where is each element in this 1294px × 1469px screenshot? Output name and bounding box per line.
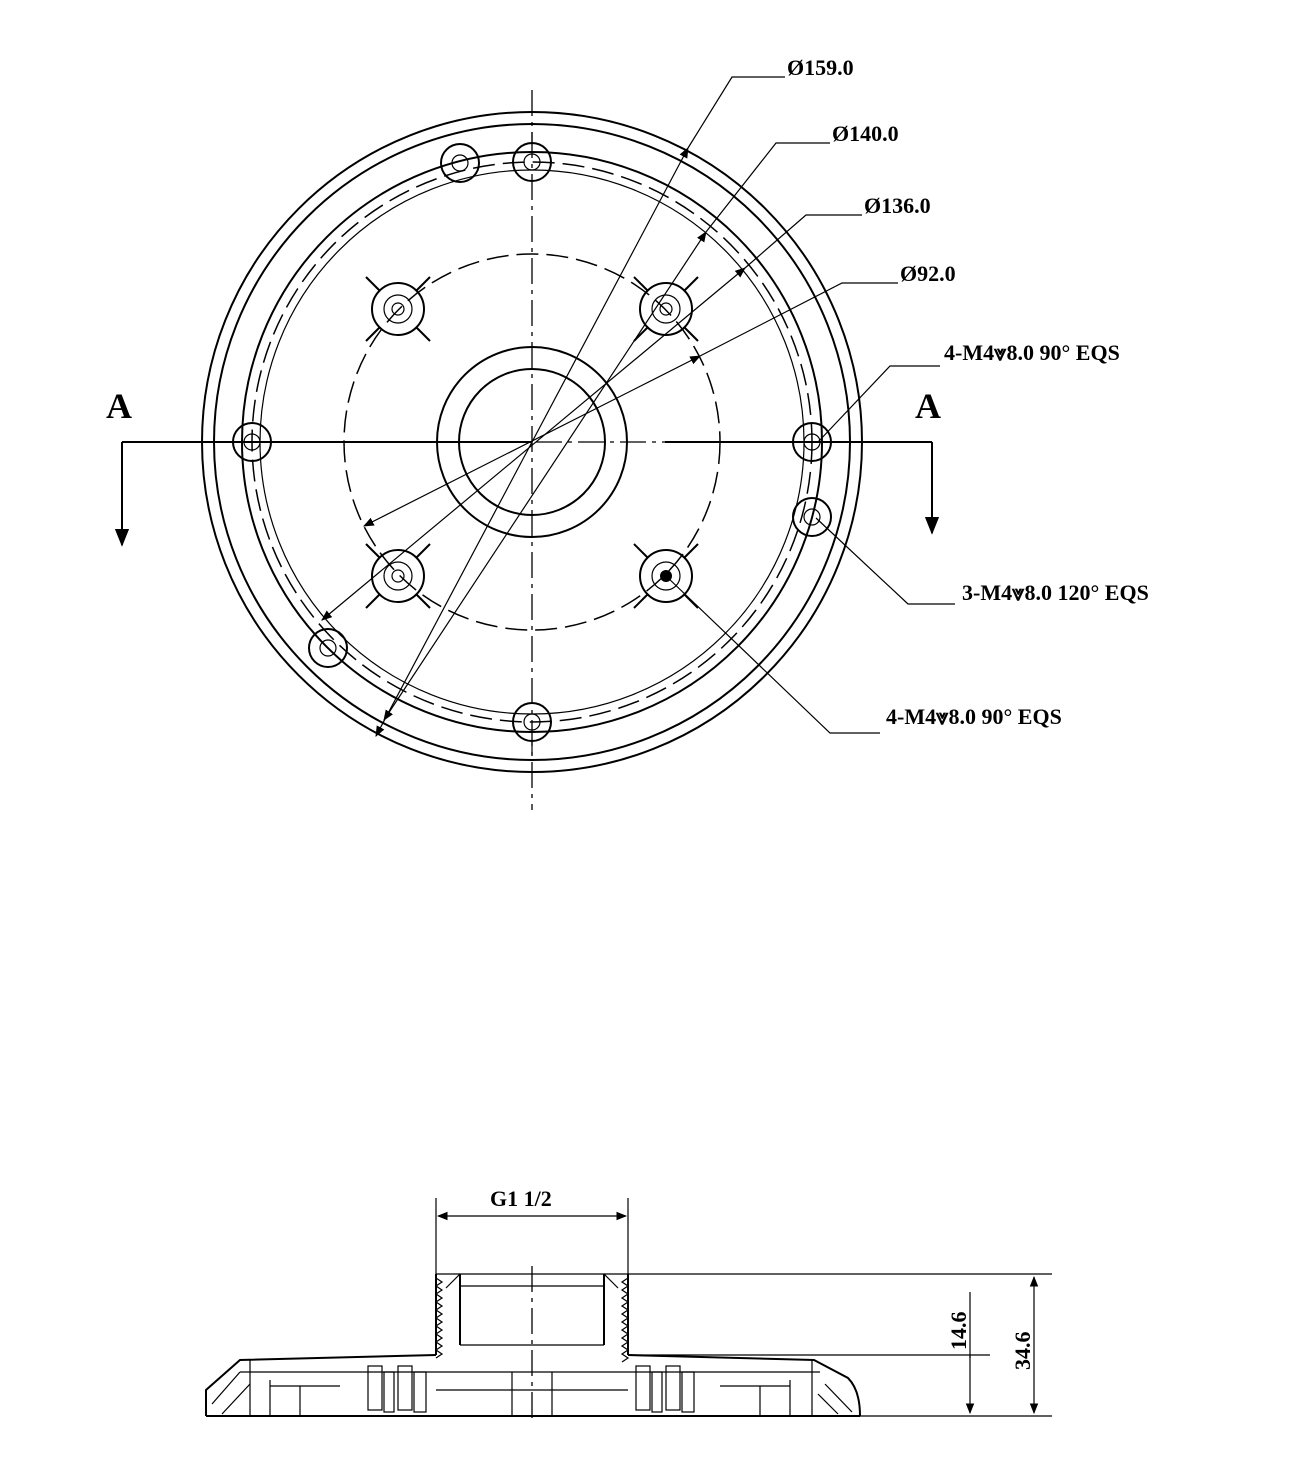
dim-d136: Ø136.0 [864, 193, 931, 218]
dim-d140: Ø140.0 [832, 121, 899, 146]
ring-holes-3x120 [308, 143, 832, 668]
section-line-a: A A [106, 386, 941, 547]
thread-label: G1 1/2 [490, 1186, 552, 1211]
height-total: 34.6 [1010, 1332, 1035, 1371]
section-view: G1 1/2 [205, 1186, 1052, 1418]
boss-top-right [633, 276, 699, 342]
height-small: 14.6 [946, 1312, 971, 1351]
section-label-right: A [915, 386, 941, 426]
top-view: A A [106, 55, 1149, 810]
hole-120-a [440, 143, 480, 183]
hole-120-b [792, 497, 832, 537]
hole-120-c [308, 628, 348, 668]
section-label-left: A [106, 386, 132, 426]
diameter-dimensions: Ø159.0 Ø140.0 Ø136.0 Ø92.0 [321, 55, 956, 737]
dim-d159: Ø159.0 [787, 55, 854, 80]
boss-top-left [365, 276, 431, 342]
base-flange [205, 1354, 861, 1417]
callout-holes-4-lower: 4-M4⩔8.0 90° EQS [886, 704, 1062, 729]
dim-d92: Ø92.0 [900, 261, 956, 286]
threaded-neck [434, 1273, 1052, 1363]
callout-holes-4-upper: 4-M4⩔8.0 90° EQS [944, 340, 1120, 365]
hole-callouts: 4-M4⩔8.0 90° EQS 3-M4⩔8.0 120° EQS 4-M4⩔… [665, 340, 1149, 734]
height-dimensions: 14.6 34.6 [628, 1275, 1052, 1417]
hole-left [218, 422, 272, 462]
hole-right [792, 422, 846, 462]
callout-holes-3: 3-M4⩔8.0 120° EQS [962, 580, 1149, 605]
